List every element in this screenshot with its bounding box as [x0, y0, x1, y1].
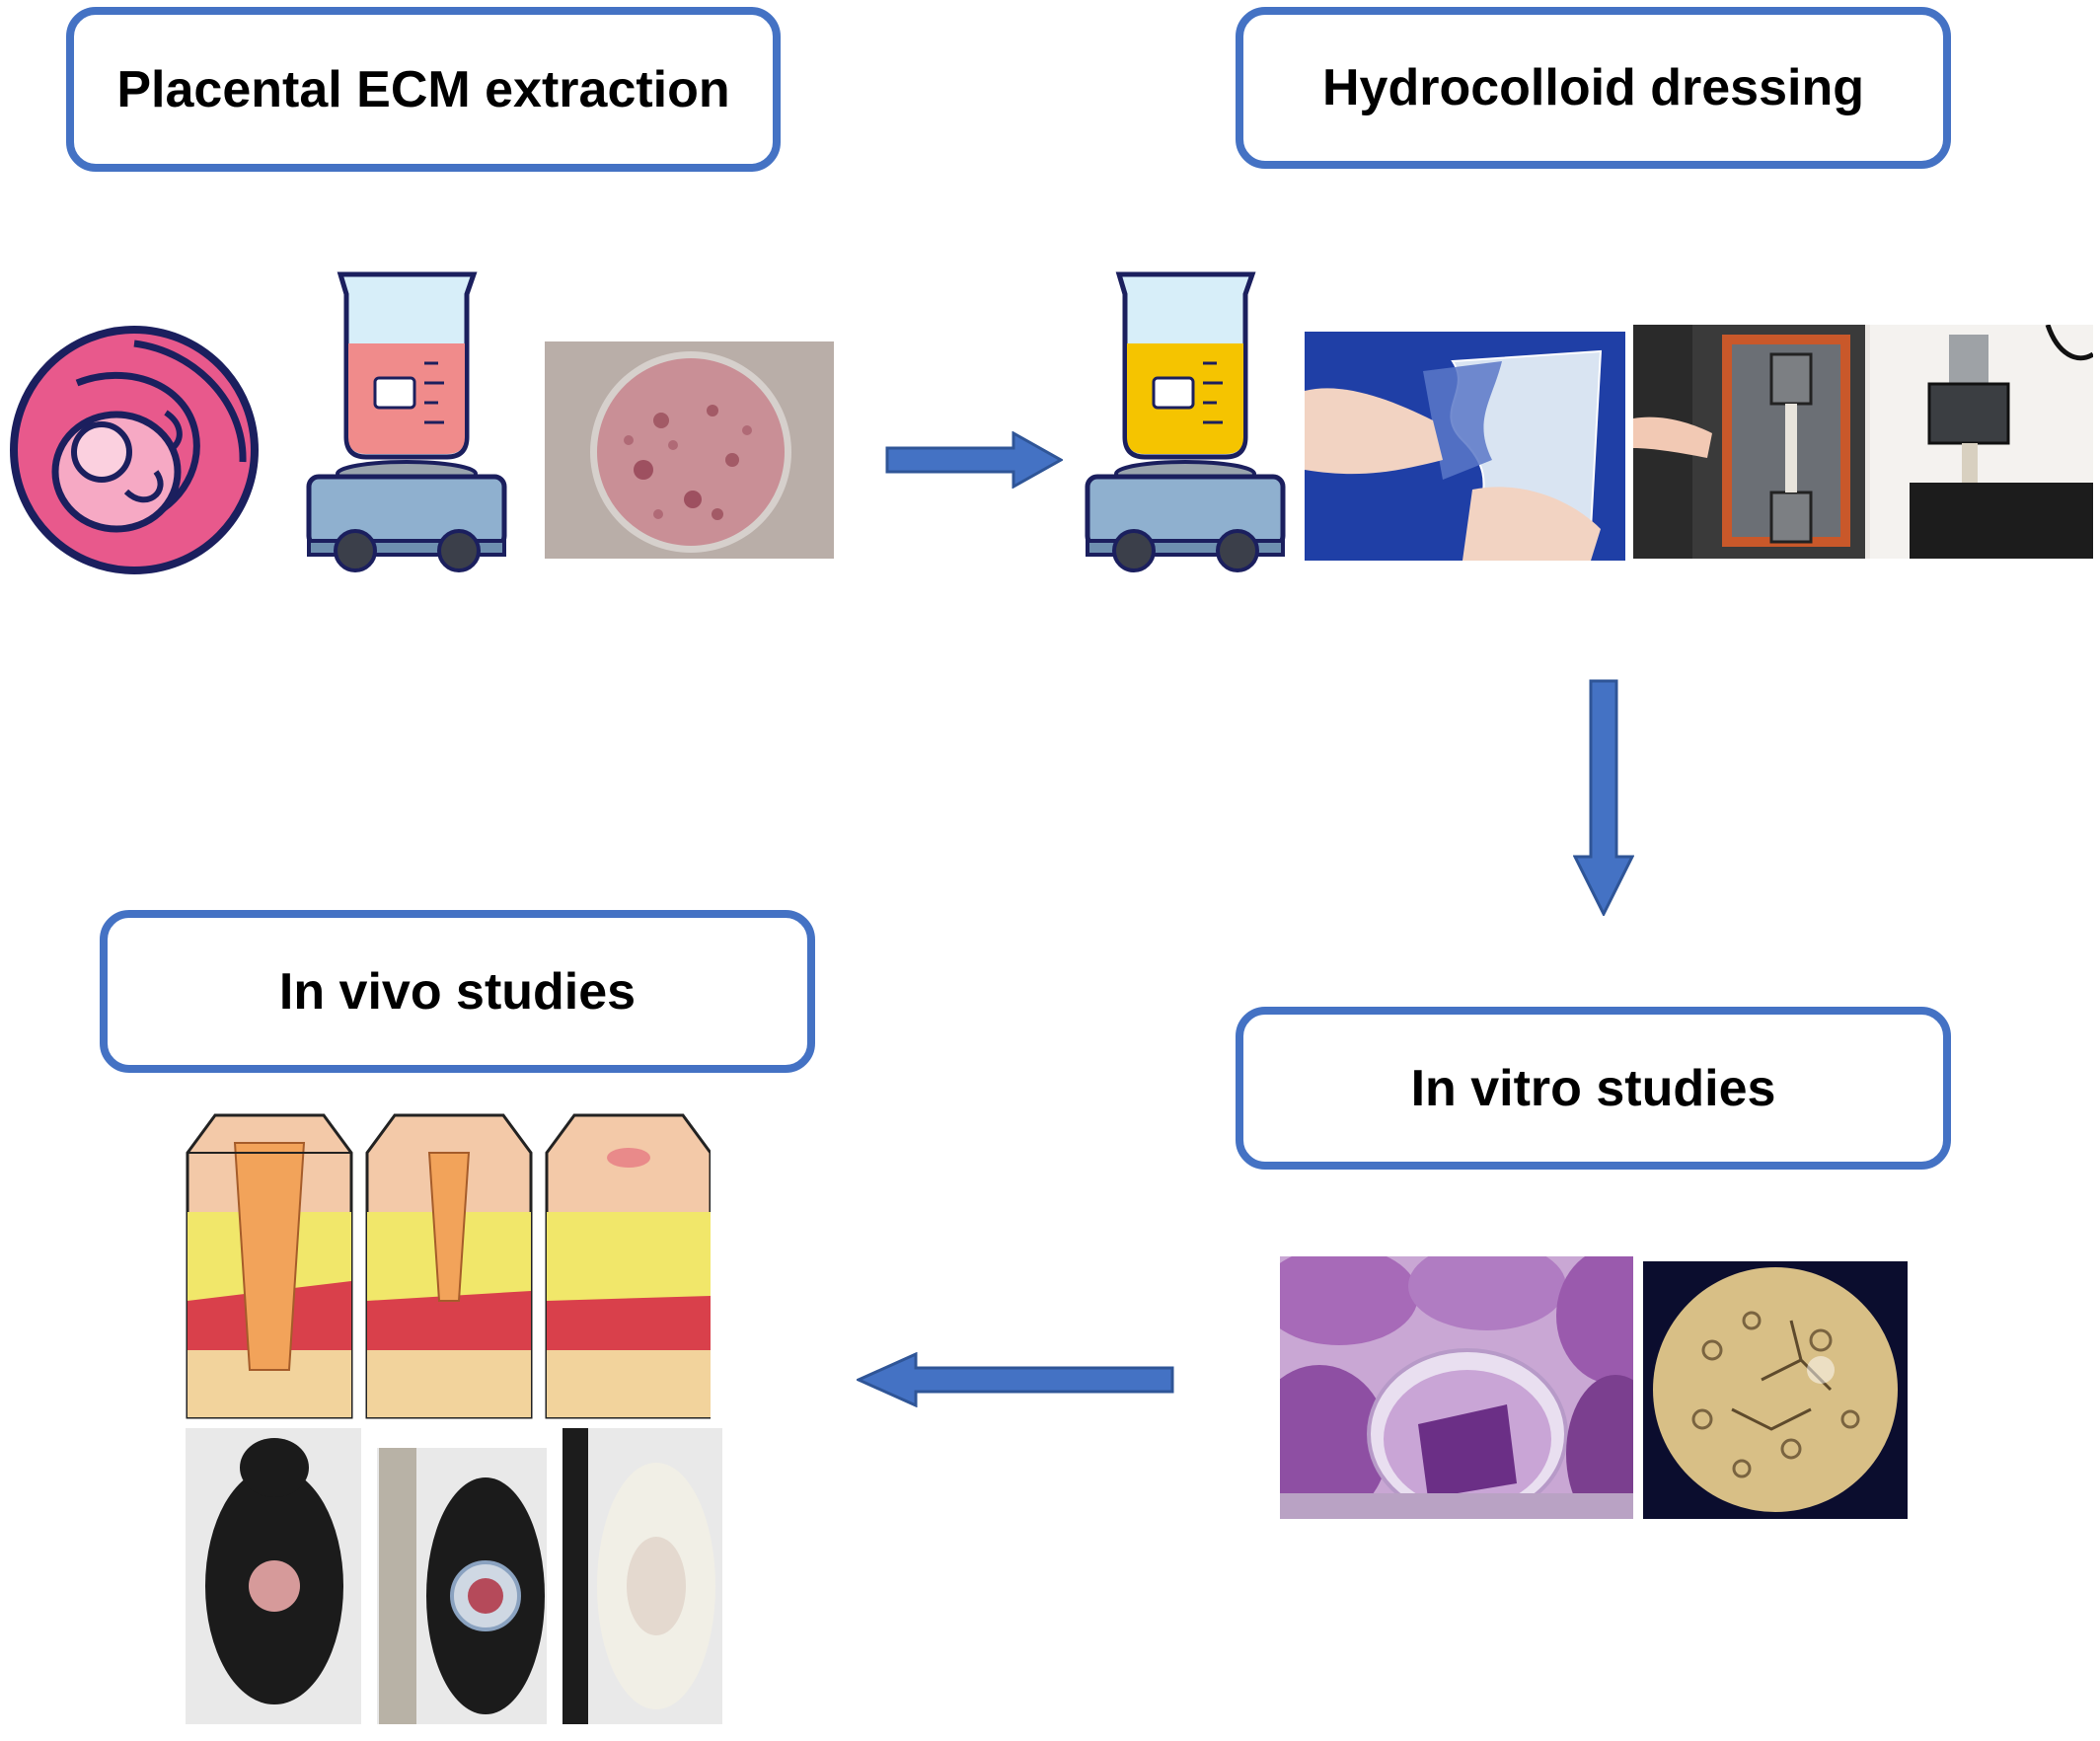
beaker-hotplate-icon: [1080, 265, 1291, 580]
mouse-wound-photo: [562, 1428, 722, 1724]
step-label-hydrocolloid: Hydrocolloid dressing: [1322, 59, 1864, 116]
mouse-wound-photo: [377, 1448, 547, 1724]
well-plate-photo: [1280, 1256, 1633, 1519]
beaker-hotplate-icon: [301, 265, 512, 580]
wound-healing-diagram: [186, 1113, 711, 1419]
arrow-right: [885, 431, 1063, 489]
placenta-fetus-icon: [8, 324, 261, 576]
step-box-in-vitro: In vitro studies: [1236, 1007, 1951, 1170]
step-label-in-vitro: In vitro studies: [1410, 1059, 1776, 1117]
mouse-wound-photo: [186, 1428, 361, 1724]
step-box-in-vivo: In vivo studies: [100, 910, 815, 1073]
film-peeling-photo: [1305, 332, 1625, 561]
step-label-in-vivo: In vivo studies: [278, 962, 637, 1021]
ecm-petri-dish-photo: [545, 341, 834, 559]
arrow-left: [857, 1352, 1174, 1407]
step-label-ecm-extraction: Placental ECM extraction: [116, 60, 730, 118]
tensile-test-photo: [1633, 325, 2093, 559]
step-box-ecm-extraction: Placental ECM extraction: [66, 7, 781, 172]
step-box-hydrocolloid: Hydrocolloid dressing: [1236, 7, 1951, 169]
arrow-down: [1573, 679, 1634, 916]
microscope-view-photo: [1643, 1261, 1908, 1519]
